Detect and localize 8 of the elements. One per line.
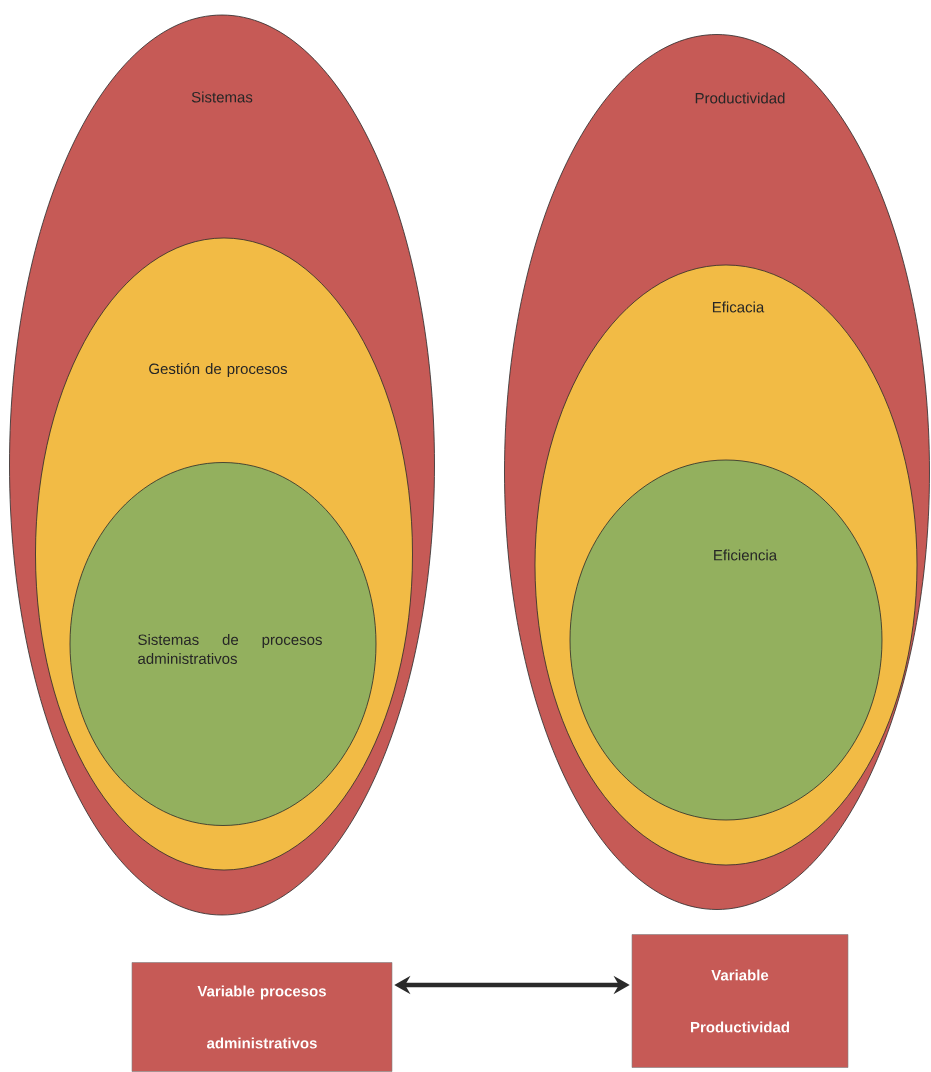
ellipse-label: Gestión de procesos xyxy=(149,362,288,378)
variable-box: Variable procesos administrativos xyxy=(131,962,393,1072)
ellipse-label: Eficacia xyxy=(712,301,765,313)
ellipse-label: Sistemas xyxy=(191,91,253,103)
variable-box: Variable Productividad xyxy=(631,934,849,1068)
ellipse-label: Eficiencia xyxy=(714,549,778,561)
ellipse-label: Sistemas de procesos administrativos xyxy=(138,634,322,664)
ellipse-label: Productividad xyxy=(695,92,785,104)
